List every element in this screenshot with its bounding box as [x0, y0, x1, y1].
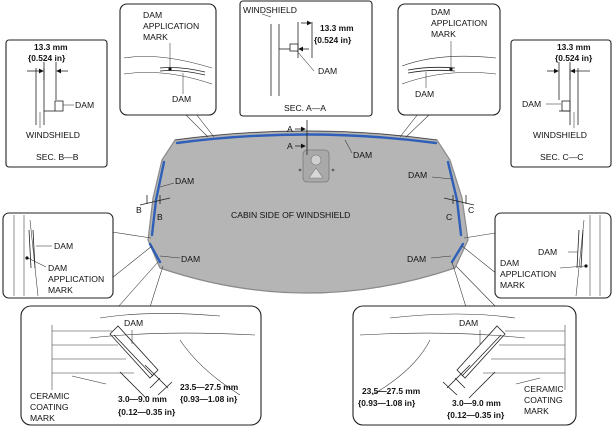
svg-text:SEC. B—B: SEC. B—B	[36, 152, 79, 162]
detail-mid-left: DAM DAM APPLICATION MARK	[2, 212, 114, 299]
detail-top-right: DAM APPLICATION MARK DAM	[397, 3, 501, 116]
dam-line-left-side	[150, 160, 166, 237]
svg-text:3.0—9.0 mm: 3.0—9.0 mm	[118, 394, 167, 404]
svg-text:13.3 mm: 13.3 mm	[557, 42, 591, 52]
svg-text:SEC. A—A: SEC. A—A	[284, 103, 326, 113]
dam-label-right: DAM	[408, 170, 427, 180]
svg-text:DAM: DAM	[431, 7, 450, 17]
svg-text:DAM: DAM	[172, 94, 191, 104]
svg-text:A: A	[287, 141, 293, 151]
svg-text:DAM: DAM	[54, 241, 73, 251]
detail-section-c: 13.3 mm {0.524 in} DAM WINDSHIELD SEC. C…	[510, 39, 612, 168]
svg-text:{0.524 in}: {0.524 in}	[555, 53, 593, 63]
svg-text:B: B	[136, 205, 142, 215]
center-label: CABIN SIDE OF WINDSHIELD	[231, 210, 350, 220]
detail-bottom-left: DAM CERAMIC COATING MARK 3.0—9.0 mm {0.1…	[20, 305, 262, 426]
svg-text:APPLICATION: APPLICATION	[431, 18, 487, 28]
svg-text:A: A	[287, 124, 293, 134]
dam-label-bottom-left: DAM	[181, 254, 200, 264]
dam-label-left: DAM	[175, 176, 194, 186]
svg-text:APPLICATION: APPLICATION	[143, 21, 199, 31]
svg-text:COATING: COATING	[30, 402, 69, 412]
windshield-glass	[147, 130, 469, 294]
svg-text:{0.93—1.08 in}: {0.93—1.08 in}	[180, 394, 238, 404]
section-marker-b: B B	[136, 195, 171, 222]
svg-text:{0.524 in}: {0.524 in}	[28, 53, 66, 63]
svg-text:DAM: DAM	[415, 89, 434, 99]
detail-mid-right: DAM DAM APPLICATION MARK	[494, 212, 612, 299]
svg-text:DAM: DAM	[318, 66, 337, 76]
svg-text:APPLICATION: APPLICATION	[500, 269, 556, 279]
svg-text:APPLICATION: APPLICATION	[48, 274, 104, 284]
svg-text:C: C	[468, 205, 474, 215]
svg-text:WINDSHIELD: WINDSHIELD	[26, 130, 80, 140]
svg-text:DAM: DAM	[124, 318, 143, 328]
detail-section-b: 13.3 mm {0.524 in} DAM WINDSHIELD SEC. B…	[5, 39, 108, 168]
svg-text:COATING: COATING	[524, 395, 563, 405]
svg-text:{0.524 in}: {0.524 in}	[314, 35, 352, 45]
svg-text:WINDSHIELD: WINDSHIELD	[243, 5, 297, 15]
svg-text:MARK: MARK	[524, 406, 549, 416]
svg-text:23.5—27.5 mm: 23.5—27.5 mm	[362, 386, 420, 396]
svg-text:CERAMIC: CERAMIC	[30, 391, 70, 401]
rearview-mirror-mount	[298, 149, 335, 183]
svg-text:13.3 mm: 13.3 mm	[34, 42, 68, 52]
svg-text:SEC. C—C: SEC. C—C	[540, 152, 583, 162]
svg-text:23.5—27.5 mm: 23.5—27.5 mm	[180, 382, 238, 392]
svg-text:{0.12—0.35 in}: {0.12—0.35 in}	[118, 407, 176, 417]
svg-text:DAM: DAM	[522, 99, 541, 109]
dam-label-bottom-right: DAM	[407, 254, 426, 264]
dam-line-bottom-right	[450, 242, 465, 264]
svg-text:DAM: DAM	[459, 318, 478, 328]
svg-text:DAM: DAM	[500, 258, 519, 268]
dam-line-bottom-left	[148, 242, 162, 264]
svg-text:DAM: DAM	[538, 247, 557, 257]
svg-text:{0.93—1.08 in}: {0.93—1.08 in}	[358, 398, 416, 408]
svg-text:C: C	[446, 212, 452, 222]
detail-top-left: DAM APPLICATION MARK DAM	[119, 3, 217, 116]
svg-text:WINDSHIELD: WINDSHIELD	[533, 130, 587, 140]
svg-text:MARK: MARK	[431, 29, 456, 39]
dam-label-top: DAM	[353, 150, 372, 160]
svg-text:MARK: MARK	[48, 285, 73, 295]
svg-text:13.3 mm: 13.3 mm	[320, 23, 354, 33]
svg-text:MARK: MARK	[500, 280, 525, 290]
detail-bottom-right: DAM CERAMIC COATING MARK 23.5—27.5 mm {0…	[352, 305, 577, 426]
section-marker-a: A A	[287, 120, 308, 155]
section-marker-c: C C	[443, 195, 474, 222]
svg-text:DAM: DAM	[75, 100, 94, 110]
svg-text:DAM: DAM	[48, 263, 67, 273]
svg-text:3.0—9.0 mm: 3.0—9.0 mm	[452, 398, 501, 408]
svg-text:DAM: DAM	[143, 10, 162, 20]
detail-section-a: WINDSHIELD 13.3 mm {0.524 in} DAM SEC. A…	[239, 0, 373, 117]
detail-leader-lines	[111, 113, 503, 308]
svg-text:MARK: MARK	[30, 413, 55, 423]
dam-line-right-side	[446, 160, 463, 237]
svg-text:{0.12—0.35 in}: {0.12—0.35 in}	[447, 410, 505, 420]
svg-text:CERAMIC: CERAMIC	[524, 384, 564, 394]
svg-text:B: B	[157, 212, 163, 222]
svg-text:MARK: MARK	[143, 32, 168, 42]
